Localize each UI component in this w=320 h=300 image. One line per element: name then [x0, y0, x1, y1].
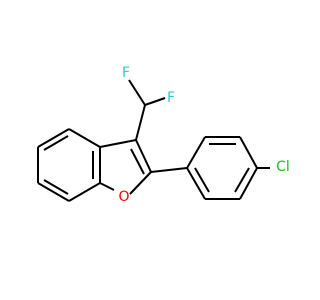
bond-cf2h-f2 — [144, 97, 166, 106]
bond-c2-phenyl — [150, 167, 188, 173]
bond-furan-o-c7a — [99, 182, 115, 191]
bond-benzene-4 — [68, 182, 101, 202]
bond-benzene-3-inner — [43, 179, 69, 195]
chlorine-atom-label: Cl — [276, 159, 290, 175]
bond-furan-c3-c2-inner — [130, 148, 145, 175]
bond-benzene-3 — [37, 182, 70, 202]
bond-phenyl-3 — [239, 136, 258, 169]
molecule-canvas: F F O Cl — [37, 65, 290, 205]
bond-benzene-1 — [37, 128, 70, 148]
bond-benzene-1-inner — [43, 135, 69, 151]
bond-phenyl-6 — [186, 167, 206, 200]
bond-phenyl-1 — [186, 136, 206, 169]
fluorine-atom-label-2: F — [167, 90, 175, 106]
molecule-structure: F F O Cl — [37, 65, 290, 205]
bond-furan-c3a-c3 — [99, 139, 137, 148]
oxygen-atom-label: O — [118, 189, 129, 205]
bond-furan-c3-c2 — [135, 139, 152, 173]
bond-c3-cf2h — [135, 104, 146, 141]
bond-cf2h-f1 — [128, 79, 146, 106]
fluorine-atom-label-1: F — [122, 65, 130, 81]
bond-phenyl-4-inner — [234, 167, 250, 193]
bond-benzene-6 — [68, 128, 101, 148]
bond-phenyl-6-inner — [194, 167, 210, 193]
bond-phenyl-4 — [239, 167, 258, 200]
bond-furan-c2-o — [129, 171, 152, 195]
